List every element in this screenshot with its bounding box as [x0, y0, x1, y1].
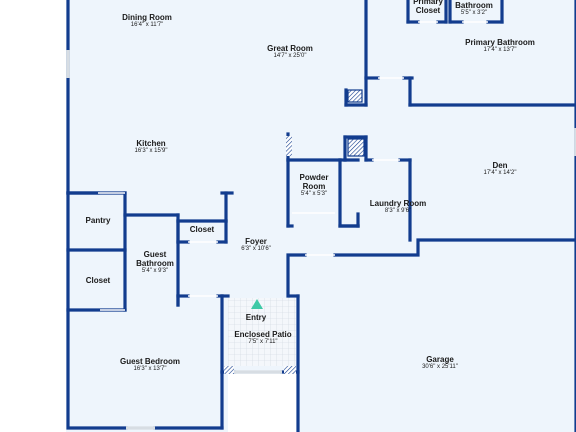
- room-laundry-room: Laundry Room 8'3" x 9'6": [370, 199, 426, 215]
- room-closet-west: Closet: [86, 276, 110, 285]
- room-dims: 16'3" x 15'9": [134, 148, 168, 155]
- room-name: Closet: [85, 276, 111, 285]
- room-dims: 8'3" x 9'6": [384, 208, 412, 215]
- room-name: Den: [492, 161, 508, 170]
- room-powder-room: Powder Room 5'4" x 5'3": [292, 173, 336, 198]
- room-name: Laundry Room: [369, 199, 427, 208]
- room-name: Primary Closet: [413, 0, 443, 16]
- room-dims: 17'4" x 13'7": [483, 47, 517, 54]
- room-name: Powder Room: [299, 173, 329, 192]
- room-primary-closet: Primary Closet: [408, 0, 448, 15]
- room-foyer: Foyer 6'3" x 10'6": [241, 237, 271, 253]
- room-name: Guest Bathroom: [136, 250, 174, 269]
- doorways: [98, 21, 488, 311]
- entry-marker-icon: [251, 299, 263, 309]
- room-name: Enclosed Patio: [234, 330, 292, 339]
- room-name: Kitchen: [136, 139, 166, 148]
- room-guest-bedroom: Guest Bedroom 16'3" x 13'7": [120, 357, 180, 373]
- room-name: Dining Room: [122, 13, 172, 22]
- room-dims: 5'4" x 9'3": [141, 268, 169, 275]
- room-den: Den 17'4" x 14'2": [484, 161, 517, 177]
- room-dims: 7'5" x 7'11": [248, 339, 278, 346]
- patio-post-left: [224, 366, 234, 374]
- room-name: Primary Bathroom: [465, 38, 535, 47]
- room-dims: 30'6" x 25'11": [422, 364, 458, 371]
- room-guest-bathroom: Guest Bathroom 5'4" x 9'3": [131, 250, 179, 275]
- room-kitchen: Kitchen 16'3" x 15'9": [135, 139, 168, 155]
- room-enclosed-patio: Enclosed Patio 7'5" x 7'11": [234, 330, 291, 346]
- room-entry: Entry: [246, 313, 266, 322]
- stair-hatch-great-room: [347, 89, 363, 103]
- room-closet-foyer: Closet: [190, 225, 214, 234]
- room-dims: 5'5" x 3'2": [460, 10, 488, 17]
- room-dims: 17'4" x 14'2": [483, 170, 517, 177]
- stair-hatch-powder: [286, 136, 292, 156]
- room-name: Great Room: [267, 44, 313, 53]
- room-dims: 14'7" x 25'0": [273, 53, 307, 60]
- room-great-room: Great Room 14'7" x 25'0": [267, 44, 313, 60]
- outside-area: [228, 374, 298, 432]
- patio-post-right: [284, 366, 296, 374]
- room-pantry: Pantry: [86, 216, 111, 225]
- room-dims: 6'3" x 10'6": [241, 246, 271, 253]
- room-name: Pantry: [85, 216, 111, 225]
- room-name: Garage: [426, 355, 454, 364]
- room-dining-room: Dining Room 16'4" x 11'7": [122, 13, 172, 29]
- room-dims: 16'3" x 13'7": [133, 366, 167, 373]
- room-dims: 5'4" x 5'3": [300, 191, 328, 198]
- room-primary-bathroom: Primary Bathroom 17'4" x 13'7": [465, 38, 535, 54]
- room-garage: Garage 30'6" x 25'11": [422, 355, 458, 371]
- entry-patio-tile: [228, 298, 296, 366]
- room-name: Closet: [189, 225, 215, 234]
- room-name: Entry: [245, 313, 267, 322]
- room-name: Foyer: [245, 237, 267, 246]
- room-name: Bathroom: [455, 1, 493, 10]
- room-dims: 16'4" x 11'7": [130, 22, 164, 29]
- room-bathroom: Bathroom 5'5" x 3'2": [455, 1, 493, 17]
- room-name: Guest Bedroom: [119, 357, 181, 366]
- windows: [66, 50, 576, 430]
- stair-hatch-laundry: [347, 138, 365, 157]
